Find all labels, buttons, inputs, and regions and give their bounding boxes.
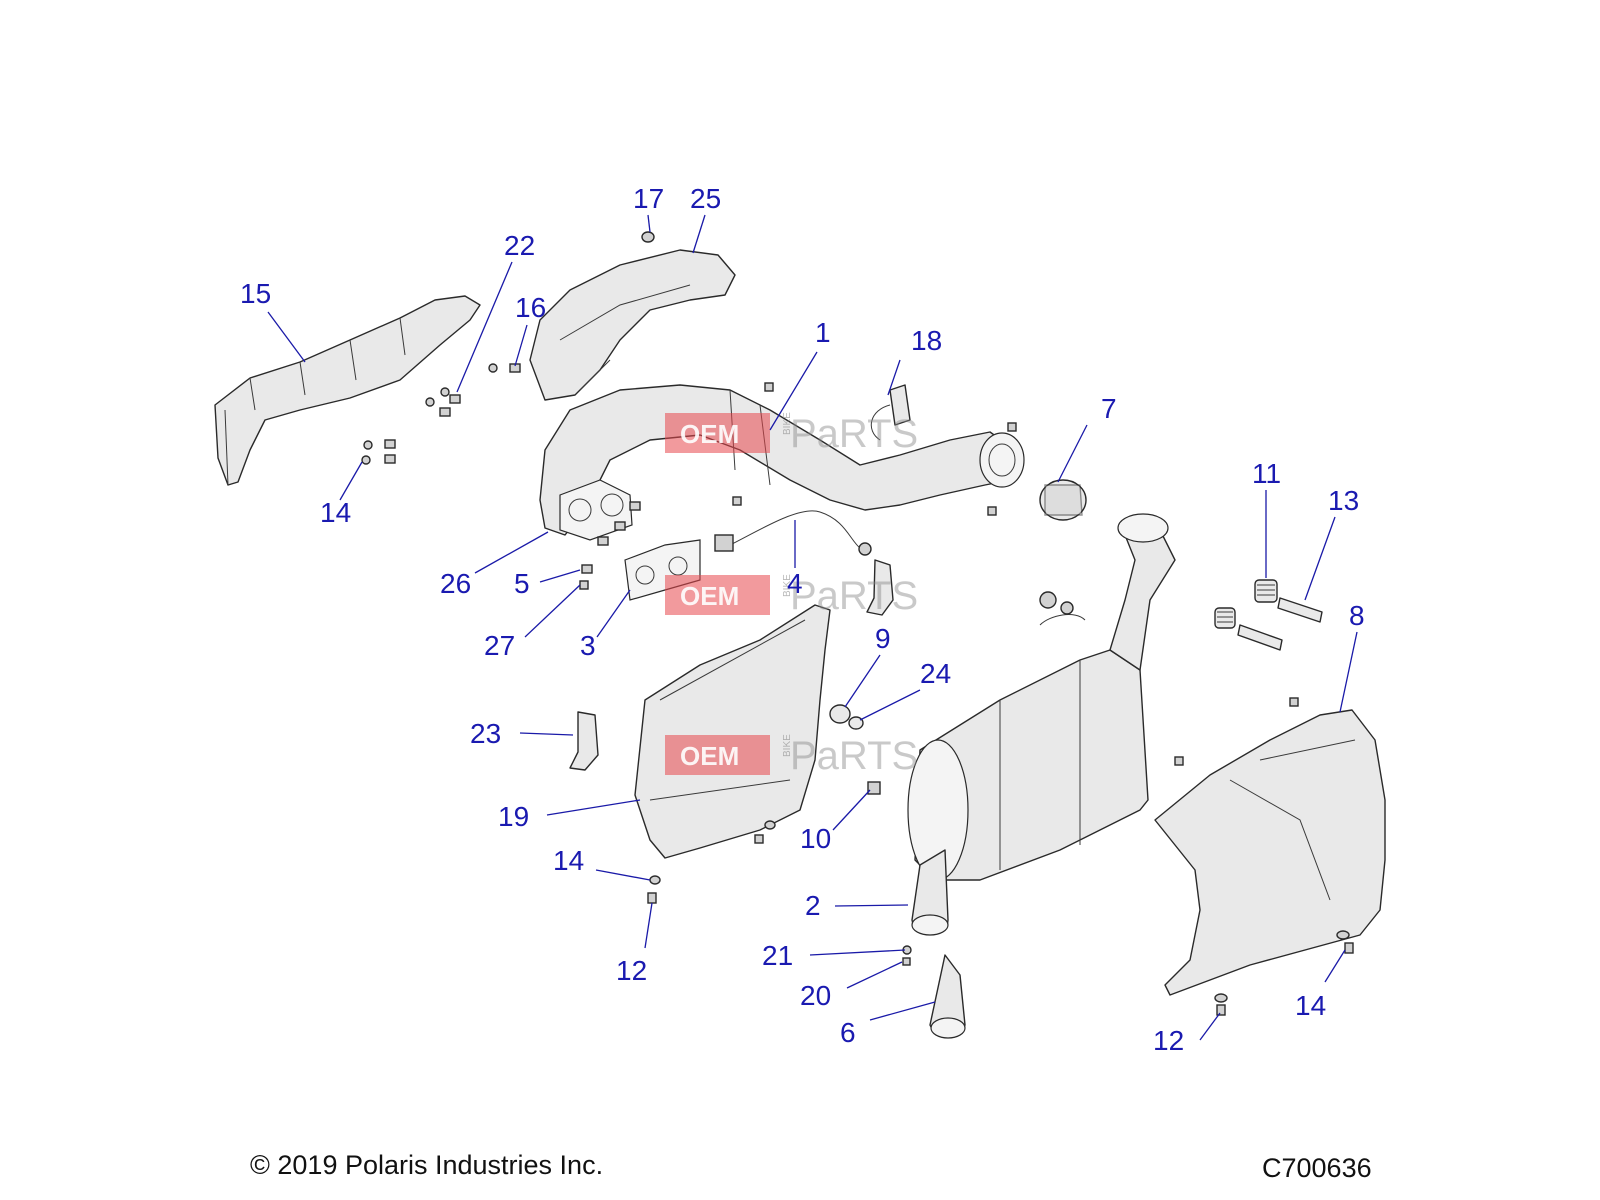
callout-9: 9: [875, 623, 891, 654]
upper-heat-shield-25: [529, 231, 736, 401]
callout-27: 27: [484, 630, 515, 661]
callout-21: 21: [762, 940, 793, 971]
svg-text:BIKE: BIKE: [782, 734, 793, 757]
callout-15: 15: [240, 278, 271, 309]
exhaust-gasket-7: [1039, 479, 1087, 521]
callout-labels: 17 25 22 15 16 1 18 7 14 11 13 26 5 4 27…: [240, 183, 1365, 1056]
callout-26: 26: [440, 568, 471, 599]
callout-25: 25: [690, 183, 721, 214]
oxygen-sensor-4: [714, 510, 872, 556]
callout-14-mid: 14: [553, 845, 584, 876]
copyright-text: © 2019 Polaris Industries Inc.: [250, 1150, 604, 1180]
clamp-upper: [866, 559, 894, 616]
callout-10: 10: [800, 823, 831, 854]
callout-6: 6: [840, 1017, 856, 1048]
callout-5: 5: [514, 568, 530, 599]
heat-shield-15: [214, 295, 481, 486]
svg-text:PaRTS: PaRTS: [790, 412, 918, 456]
callout-18: 18: [911, 325, 942, 356]
callout-14-top: 14: [320, 497, 351, 528]
svg-text:BIKE: BIKE: [782, 574, 793, 597]
callout-14-right: 14: [1295, 990, 1326, 1021]
callout-1: 1: [815, 317, 831, 348]
drawing-number: C700636: [1262, 1153, 1372, 1183]
svg-text:OEM: OEM: [680, 419, 739, 449]
callout-22: 22: [504, 230, 535, 261]
watermark-3: OEM BIKE PaRTS: [665, 734, 918, 778]
washer-24: [848, 716, 864, 730]
bracket-18: [870, 384, 911, 441]
callout-8: 8: [1349, 600, 1365, 631]
hardware-lower: [647, 697, 1354, 1016]
grommet-9: [829, 704, 851, 724]
svg-text:OEM: OEM: [680, 581, 739, 611]
callout-12-left: 12: [616, 955, 647, 986]
clamp-23: [569, 711, 599, 771]
exhaust-tip-6: [929, 954, 966, 1039]
muffler-heat-shield-8: [1154, 709, 1386, 996]
lower-heat-shield-19: [634, 604, 831, 859]
callout-2: 2: [805, 890, 821, 921]
callout-23: 23: [470, 718, 501, 749]
leader-lines: [267, 214, 1358, 1041]
callout-3: 3: [580, 630, 596, 661]
callout-11: 11: [1252, 458, 1281, 489]
callout-24: 24: [920, 658, 951, 689]
callout-16: 16: [515, 292, 546, 323]
svg-text:PaRTS: PaRTS: [790, 574, 918, 618]
hardware-fasteners: [361, 363, 1017, 590]
callout-7: 7: [1101, 393, 1117, 424]
bolt-13: [1237, 597, 1323, 651]
watermark-1: OEM BIKE PaRTS: [665, 412, 918, 456]
watermark-2: OEM BIKE PaRTS: [665, 574, 918, 618]
callout-13: 13: [1328, 485, 1359, 516]
muffler-2: [907, 513, 1176, 936]
callout-12-right: 12: [1153, 1025, 1184, 1056]
exhaust-header-pipe-1: [539, 384, 1025, 541]
callout-4: 4: [787, 568, 803, 599]
svg-text:OEM: OEM: [680, 741, 739, 771]
callout-19: 19: [498, 801, 529, 832]
callout-17: 17: [633, 183, 664, 214]
callout-20: 20: [800, 980, 831, 1011]
svg-text:BIKE: BIKE: [782, 412, 793, 435]
spring-11: [1214, 579, 1278, 629]
svg-text:PaRTS: PaRTS: [790, 734, 918, 778]
sensor-10: [867, 781, 881, 795]
